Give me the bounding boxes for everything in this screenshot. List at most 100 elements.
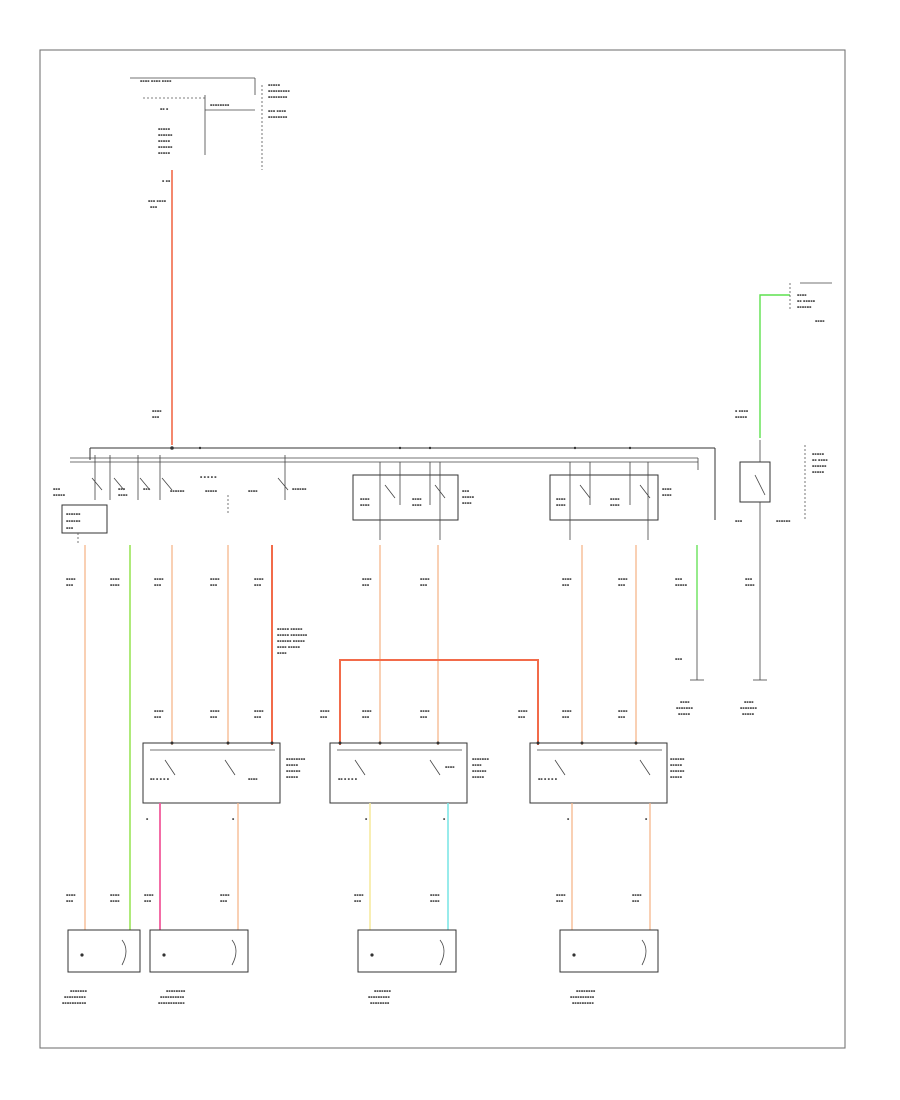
svg-text:▪▪▪▪▪▪▪▪▪▪▪: ▪▪▪▪▪▪▪▪▪▪▪: [158, 1001, 185, 1005]
svg-text:▪▪▪: ▪▪▪: [735, 519, 743, 523]
svg-text:▪▪▪▪: ▪▪▪▪: [110, 577, 120, 581]
svg-text:▪▪▪▪▪▪: ▪▪▪▪▪▪: [797, 305, 812, 309]
svg-text:▪▪▪▪: ▪▪▪▪: [254, 577, 264, 581]
svg-text:▪▪▪▪▪▪▪▪▪▪: ▪▪▪▪▪▪▪▪▪▪: [570, 995, 595, 999]
svg-text:▪▪▪: ▪▪▪: [518, 715, 526, 719]
svg-text:▪: ▪: [146, 817, 149, 821]
svg-text:▪▪▪▪: ▪▪▪▪: [562, 577, 572, 581]
svg-text:▪▪▪▪: ▪▪▪▪: [110, 893, 120, 897]
svg-text:▪▪▪▪▪▪: ▪▪▪▪▪▪: [472, 769, 487, 773]
svg-text:▪▪▪: ▪▪▪: [675, 657, 683, 661]
svg-text:▪▪▪▪▪▪ ▪▪▪▪▪: ▪▪▪▪▪▪ ▪▪▪▪▪: [277, 639, 305, 643]
svg-text:▪▪▪▪: ▪▪▪▪: [815, 319, 825, 323]
svg-text:▪▪▪▪: ▪▪▪▪: [154, 577, 164, 581]
svg-text:▪ ▪▪: ▪ ▪▪: [162, 179, 171, 183]
svg-text:▪▪▪: ▪▪▪: [66, 899, 74, 903]
svg-text:▪▪▪▪: ▪▪▪▪: [610, 497, 620, 501]
rr-window-switch: ▪▪▪▪ ▪▪▪▪ ▪▪▪▪ ▪▪▪▪ ▪▪▪▪ ▪▪▪▪: [549, 462, 672, 540]
svg-text:▪▪▪▪▪: ▪▪▪▪▪: [670, 775, 683, 779]
svg-text:▪▪▪▪: ▪▪▪▪: [110, 899, 120, 903]
svg-text:▪▪▪: ▪▪▪: [675, 577, 683, 581]
svg-text:▪▪▪▪: ▪▪▪▪: [420, 577, 430, 581]
rr-door-switch: ▪▪ ▪ ▪ ▪ ▪ ▪▪▪▪▪▪ ▪▪▪▪▪ ▪▪▪▪▪▪ ▪▪▪▪▪: [529, 741, 685, 804]
svg-text:▪▪▪: ▪▪▪: [143, 487, 151, 491]
svg-text:▪▪▪▪▪: ▪▪▪▪▪: [735, 415, 748, 419]
svg-text:▪▪▪: ▪▪▪: [254, 715, 262, 719]
svg-text:▪▪▪▪▪▪▪▪: ▪▪▪▪▪▪▪▪: [370, 1001, 390, 1005]
svg-text:▪▪▪▪▪▪: ▪▪▪▪▪▪: [158, 133, 173, 137]
svg-text:▪▪▪▪: ▪▪▪▪: [110, 583, 120, 587]
svg-text:▪▪▪▪▪▪▪▪▪: ▪▪▪▪▪▪▪▪▪: [64, 995, 86, 999]
svg-text:▪▪▪▪: ▪▪▪▪: [144, 893, 154, 897]
svg-text:▪▪▪▪: ▪▪▪▪: [430, 899, 440, 903]
svg-text:▪▪ ▪▪▪▪: ▪▪ ▪▪▪▪: [812, 458, 828, 462]
switch-output-wires: [84, 545, 637, 930]
svg-text:▪▪▪▪: ▪▪▪▪: [220, 893, 230, 897]
svg-text:▪▪▪▪: ▪▪▪▪: [362, 577, 372, 581]
master-switch: ▪▪▪ ▪▪▪▪▪ ▪▪▪ ▪▪▪▪ ▪▪▪ ▪▪▪▪▪▪ ▪▪▪▪▪ ▪▪▪▪…: [53, 455, 307, 545]
svg-text:▪▪▪▪: ▪▪▪▪: [632, 893, 642, 897]
svg-text:▪▪▪: ▪▪▪: [320, 715, 328, 719]
svg-text:▪▪▪: ▪▪▪: [254, 583, 262, 587]
svg-text:▪▪▪▪: ▪▪▪▪: [797, 293, 807, 297]
svg-text:▪▪▪: ▪▪▪: [66, 583, 74, 587]
svg-text:▪▪▪▪: ▪▪▪▪: [610, 503, 620, 507]
svg-text:▪▪▪▪: ▪▪▪▪: [362, 709, 372, 713]
svg-text:▪▪▪: ▪▪▪: [462, 489, 470, 493]
svg-text:▪▪▪▪▪: ▪▪▪▪▪: [462, 495, 475, 499]
svg-text:▪▪▪▪▪: ▪▪▪▪▪: [472, 775, 485, 779]
svg-text:▪▪▪▪▪▪▪: ▪▪▪▪▪▪▪: [70, 989, 88, 993]
svg-text:▪▪▪: ▪▪▪: [210, 583, 218, 587]
wire-labels-upper: ▪▪▪▪▪▪▪ ▪▪▪▪▪▪▪▪ ▪▪▪▪▪▪▪ ▪▪▪▪▪▪▪ ▪▪▪▪▪▪▪…: [66, 577, 628, 719]
svg-text:▪▪▪▪: ▪▪▪▪: [320, 709, 330, 713]
svg-text:▪: ▪: [567, 817, 570, 821]
svg-text:▪▪ ▪ ▪ ▪ ▪: ▪▪ ▪ ▪ ▪ ▪: [538, 777, 558, 781]
svg-text:▪▪▪▪▪▪: ▪▪▪▪▪▪: [776, 519, 791, 523]
svg-text:▪▪▪▪: ▪▪▪▪: [745, 583, 755, 587]
svg-text:▪▪▪▪: ▪▪▪▪: [430, 893, 440, 897]
svg-text:▪▪▪▪▪▪▪: ▪▪▪▪▪▪▪: [740, 706, 758, 710]
svg-text:▪▪▪▪▪▪▪▪: ▪▪▪▪▪▪▪▪: [576, 989, 596, 993]
rr-motor: ▪▪▪▪▪▪▪▪ ▪▪▪▪▪▪▪▪▪▪ ▪▪▪▪▪▪▪▪▪: [559, 929, 659, 1005]
svg-text:▪▪▪▪▪▪: ▪▪▪▪▪▪: [66, 512, 81, 516]
rf-window-switch: ▪▪ ▪ ▪ ▪ ▪ ▪▪▪▪ ▪▪▪▪▪▪▪▪ ▪▪▪▪▪ ▪▪▪▪▪▪ ▪▪…: [142, 741, 306, 804]
svg-text:▪▪▪▪▪▪▪: ▪▪▪▪▪▪▪: [676, 706, 694, 710]
svg-text:▪▪▪▪: ▪▪▪▪: [662, 487, 672, 491]
svg-text:▪▪▪▪: ▪▪▪▪: [744, 700, 754, 704]
svg-text:▪▪▪▪: ▪▪▪▪: [662, 493, 672, 497]
svg-text:▪▪▪▪▪: ▪▪▪▪▪: [742, 712, 755, 716]
svg-text:▪▪▪: ▪▪▪: [144, 899, 152, 903]
ground-1: ▪▪▪▪ ▪▪▪▪▪▪▪ ▪▪▪▪▪: [676, 679, 704, 716]
svg-text:▪▪▪: ▪▪▪: [362, 583, 370, 587]
svg-text:▪▪▪: ▪▪▪: [210, 715, 218, 719]
svg-text:▪▪▪▪▪▪▪: ▪▪▪▪▪▪▪: [374, 989, 392, 993]
svg-text:▪▪▪▪▪▪▪▪▪: ▪▪▪▪▪▪▪▪▪: [572, 1001, 594, 1005]
svg-text:▪▪▪▪▪▪▪: ▪▪▪▪▪▪▪: [472, 757, 490, 761]
svg-text:▪▪▪: ▪▪▪: [150, 205, 158, 209]
svg-text:▪▪▪▪: ▪▪▪▪: [360, 503, 370, 507]
svg-text:▪▪ ▪ ▪ ▪ ▪: ▪▪ ▪ ▪ ▪ ▪: [338, 777, 358, 781]
svg-text:▪▪▪: ▪▪▪: [154, 583, 162, 587]
svg-text:▪ ▪▪▪▪: ▪ ▪▪▪▪: [735, 409, 749, 413]
svg-text:▪▪▪▪▪▪▪▪: ▪▪▪▪▪▪▪▪: [286, 757, 306, 761]
lr-window-switch: ▪▪▪▪ ▪▪▪▪ ▪▪▪▪ ▪▪▪▪ ▪▪▪ ▪▪▪▪▪ ▪▪▪▪: [352, 462, 475, 540]
svg-text:▪▪▪▪: ▪▪▪▪: [518, 709, 528, 713]
svg-text:▪▪▪▪: ▪▪▪▪: [412, 503, 422, 507]
svg-text:▪▪▪▪: ▪▪▪▪: [556, 503, 566, 507]
svg-text:▪▪▪▪▪: ▪▪▪▪▪: [158, 127, 171, 131]
ground-relay-feed: ▪▪▪▪ ▪▪ ▪▪▪▪▪ ▪▪▪▪▪▪ ▪▪▪▪ ▪ ▪▪▪▪ ▪▪▪▪▪: [735, 282, 832, 438]
svg-text:▪▪▪▪: ▪▪▪▪: [562, 709, 572, 713]
svg-text:▪▪▪▪: ▪▪▪▪: [462, 501, 472, 505]
svg-text:▪▪▪: ▪▪▪: [562, 583, 570, 587]
power-bus: [70, 446, 716, 520]
svg-text:▪▪▪▪▪: ▪▪▪▪▪: [812, 470, 825, 474]
svg-text:▪▪▪▪▪: ▪▪▪▪▪: [158, 139, 171, 143]
svg-text:▪▪▪▪: ▪▪▪▪: [354, 893, 364, 897]
svg-text:▪▪▪▪▪▪▪▪▪▪: ▪▪▪▪▪▪▪▪▪▪: [160, 995, 185, 999]
svg-text:▪▪▪: ▪▪▪: [118, 487, 126, 491]
svg-text:▪▪▪▪▪: ▪▪▪▪▪: [286, 775, 299, 779]
svg-text:▪▪▪ ▪▪▪▪: ▪▪▪ ▪▪▪▪: [268, 109, 287, 113]
svg-text:▪▪▪▪: ▪▪▪▪: [210, 709, 220, 713]
svg-text:▪▪▪: ▪▪▪: [362, 715, 370, 719]
